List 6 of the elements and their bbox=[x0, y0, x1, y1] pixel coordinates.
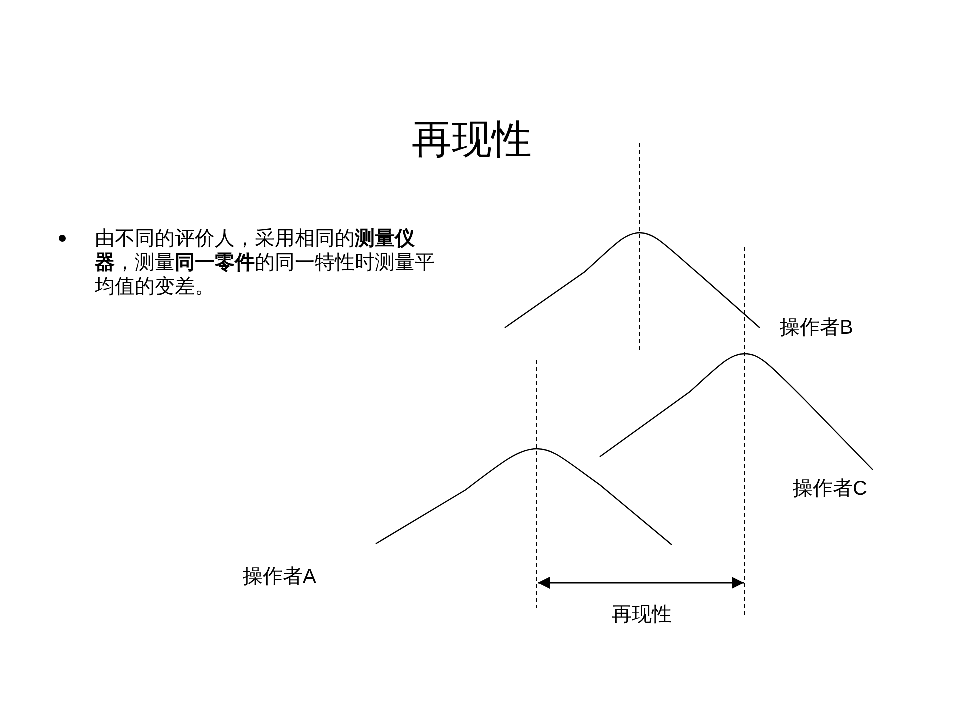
dimension-label: 再现性 bbox=[612, 603, 672, 627]
bullet-text: 由不同的评价人，采用相同的测量仪器，测量同一零件的同一特性时测量平均值的变差。 bbox=[95, 227, 436, 299]
slide-title: 再现性 bbox=[411, 117, 533, 164]
operator-label: 操作者A bbox=[243, 565, 316, 589]
operator-label: 操作者C bbox=[793, 477, 868, 501]
operator-label: 操作者B bbox=[780, 316, 854, 340]
